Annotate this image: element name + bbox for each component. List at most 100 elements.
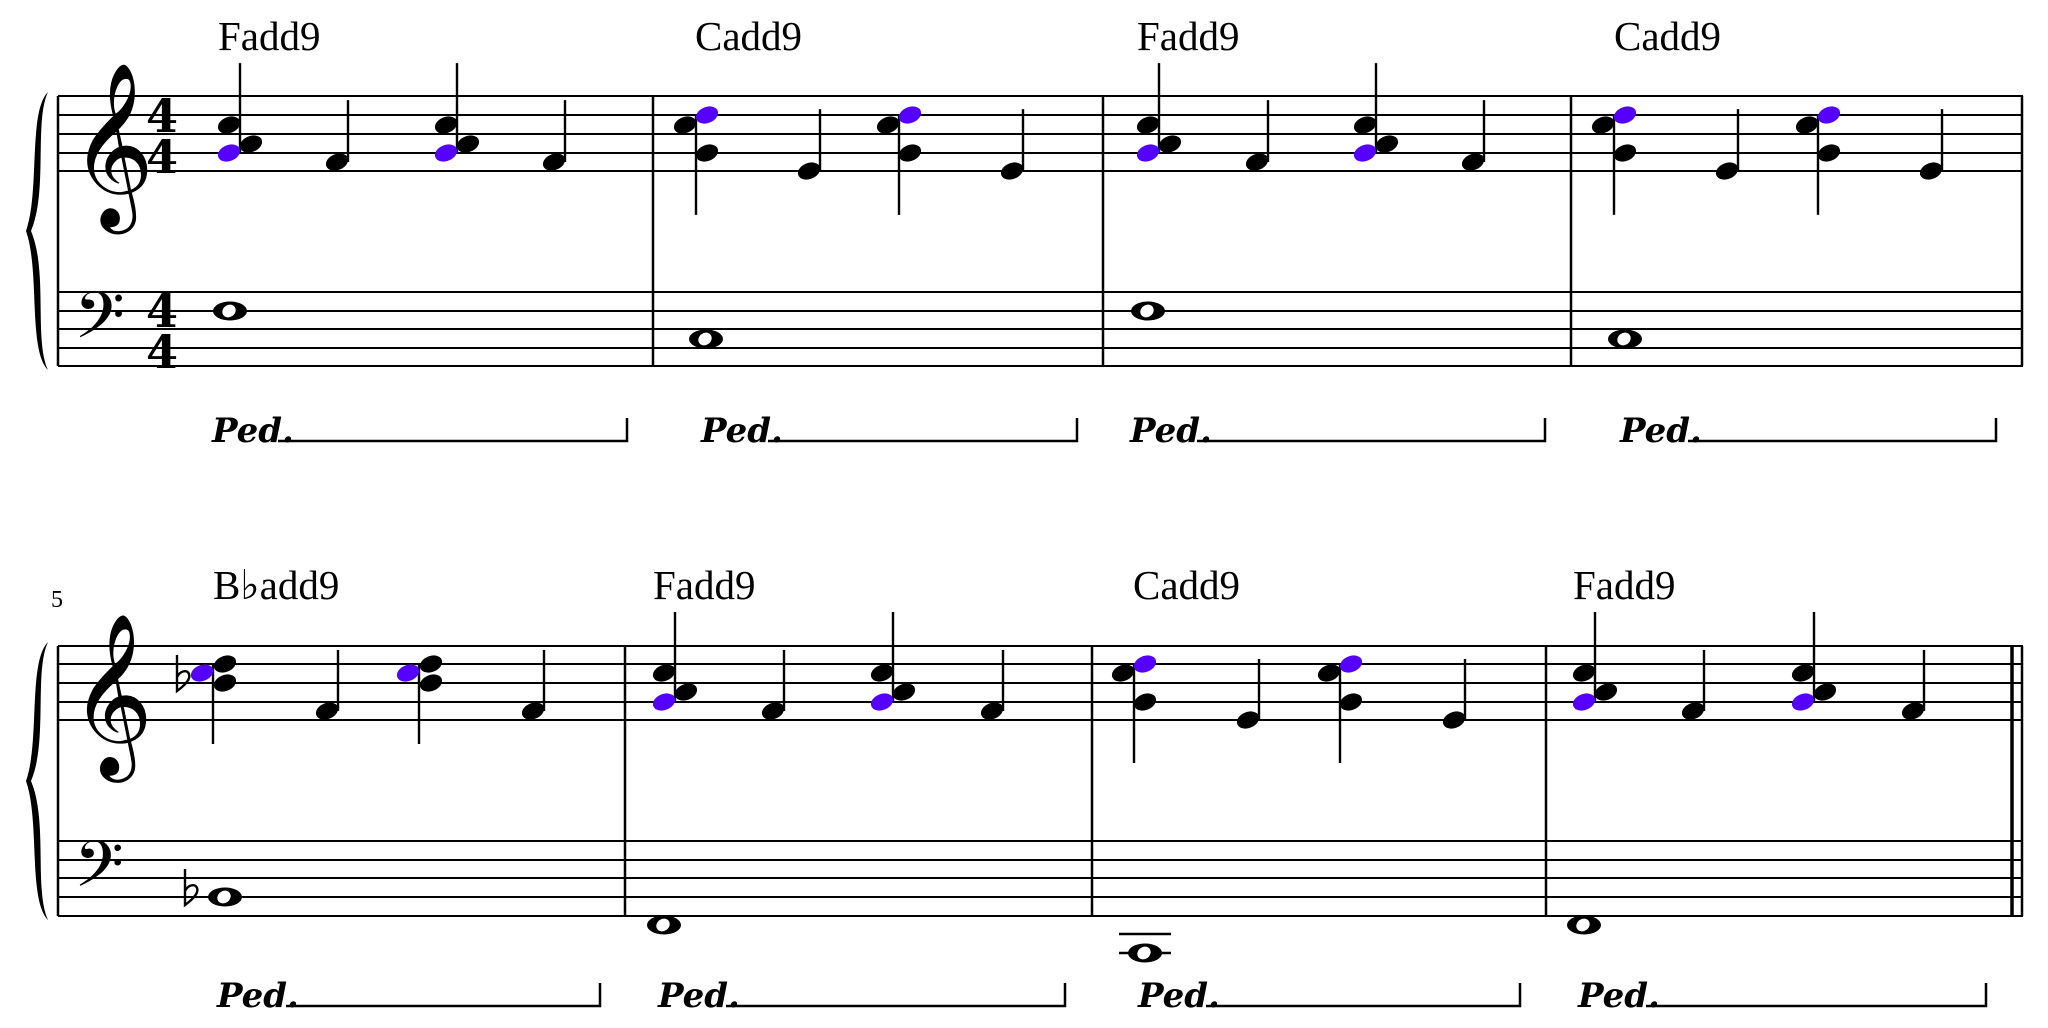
bass-whole-note [1608, 329, 1642, 349]
notehead [761, 702, 785, 720]
pedal-bracket-line [1197, 418, 1547, 443]
quarter-note [1919, 109, 1944, 180]
whole-note-hole [698, 332, 712, 346]
treble-clef-icon: 𝄞 [70, 61, 154, 235]
time-signature-denominator: 4 [146, 325, 178, 379]
notehead [1158, 135, 1182, 153]
highlighted-notehead [1339, 655, 1363, 673]
chord [1791, 611, 1837, 711]
quarter-note [1442, 658, 1467, 729]
notehead [1133, 693, 1157, 711]
chord [434, 63, 480, 162]
brace-icon [26, 92, 48, 370]
bass-whole-note [647, 915, 681, 935]
pedal-marking: Ped. [216, 976, 602, 1016]
notehead [1901, 702, 1925, 720]
treble-clef-icon: 𝄞 [70, 612, 153, 783]
notehead [1111, 664, 1135, 682]
bass-whole-note [183, 869, 242, 908]
pedal-text: Ped. [700, 411, 783, 451]
time-signature-denominator: 4 [146, 130, 178, 184]
notehead [1000, 162, 1024, 180]
flat-icon [175, 655, 191, 694]
bass-clef-icon: 𝄢 [74, 277, 125, 369]
whole-note-hole [1576, 918, 1590, 932]
chord [396, 655, 443, 745]
highlighted-notehead [190, 664, 214, 682]
bass-clef-icon: 𝄢 [74, 828, 124, 918]
system-1: 𝄞𝄢4444Fadd9Ped.Cadd9Ped.Fadd9Ped.Cadd9Pe… [26, 13, 2024, 451]
highlighted-notehead [434, 144, 458, 162]
notehead [695, 144, 719, 162]
pedal-text: Ped. [1577, 976, 1660, 1016]
notehead [1594, 683, 1618, 701]
quarter-note [1236, 658, 1261, 729]
chord [652, 611, 698, 711]
pedal-text: Ped. [1619, 411, 1702, 451]
chord [217, 63, 263, 162]
highlighted-notehead [1133, 655, 1157, 673]
highlighted-notehead [1572, 693, 1596, 711]
notehead [1817, 144, 1841, 162]
notehead [797, 162, 821, 180]
pedal-bracket-line [1688, 418, 1998, 443]
pedal-bracket-line [286, 983, 602, 1008]
notehead [652, 664, 676, 682]
notehead [456, 135, 480, 153]
pedal-bracket-line [726, 983, 1067, 1008]
notehead [1236, 711, 1260, 729]
chord [870, 611, 916, 711]
quarter-note [521, 649, 546, 720]
notehead [1442, 711, 1466, 729]
chord [1572, 611, 1618, 711]
pedal-marking: Ped. [1129, 411, 1547, 451]
chord-symbol: Fadd9 [218, 13, 321, 59]
chord-symbol: Fadd9 [653, 562, 756, 608]
chord [876, 106, 922, 215]
notehead [1791, 664, 1815, 682]
highlighted-notehead [396, 664, 420, 682]
notehead [542, 153, 566, 171]
pedal-bracket-line [1206, 983, 1522, 1008]
chord [1317, 655, 1363, 764]
whole-note-hole [1137, 946, 1151, 960]
chord-symbol: Cadd9 [1133, 562, 1240, 608]
notehead [1681, 702, 1705, 720]
notehead [213, 655, 237, 673]
notehead [1375, 135, 1399, 153]
notehead [673, 116, 697, 134]
highlighted-notehead [652, 693, 676, 711]
chord-symbol: Fadd9 [1573, 562, 1676, 608]
notehead [1613, 144, 1637, 162]
notehead [419, 655, 443, 673]
pedal-marking: Ped. [657, 976, 1067, 1016]
whole-note-hole [217, 890, 231, 904]
notehead [315, 702, 339, 720]
pedal-bracket-line [278, 418, 629, 443]
time-signature-numerator: 4 [146, 89, 178, 143]
chord [673, 106, 719, 215]
chord [1795, 106, 1841, 215]
chord [1136, 63, 1182, 162]
quarter-note [1461, 100, 1486, 171]
notehead [980, 702, 1004, 720]
notehead [1353, 116, 1377, 134]
highlighted-notehead [695, 106, 719, 124]
whole-note-hole [1140, 304, 1154, 318]
chord [175, 655, 237, 745]
pedal-marking: Ped. [1577, 976, 1988, 1016]
time-signature-numerator: 4 [146, 284, 178, 338]
quarter-note [1245, 100, 1270, 171]
highlighted-notehead [1791, 693, 1815, 711]
bass-whole-note [689, 329, 723, 349]
chord-symbol: Cadd9 [695, 13, 802, 59]
highlighted-notehead [1817, 106, 1841, 124]
